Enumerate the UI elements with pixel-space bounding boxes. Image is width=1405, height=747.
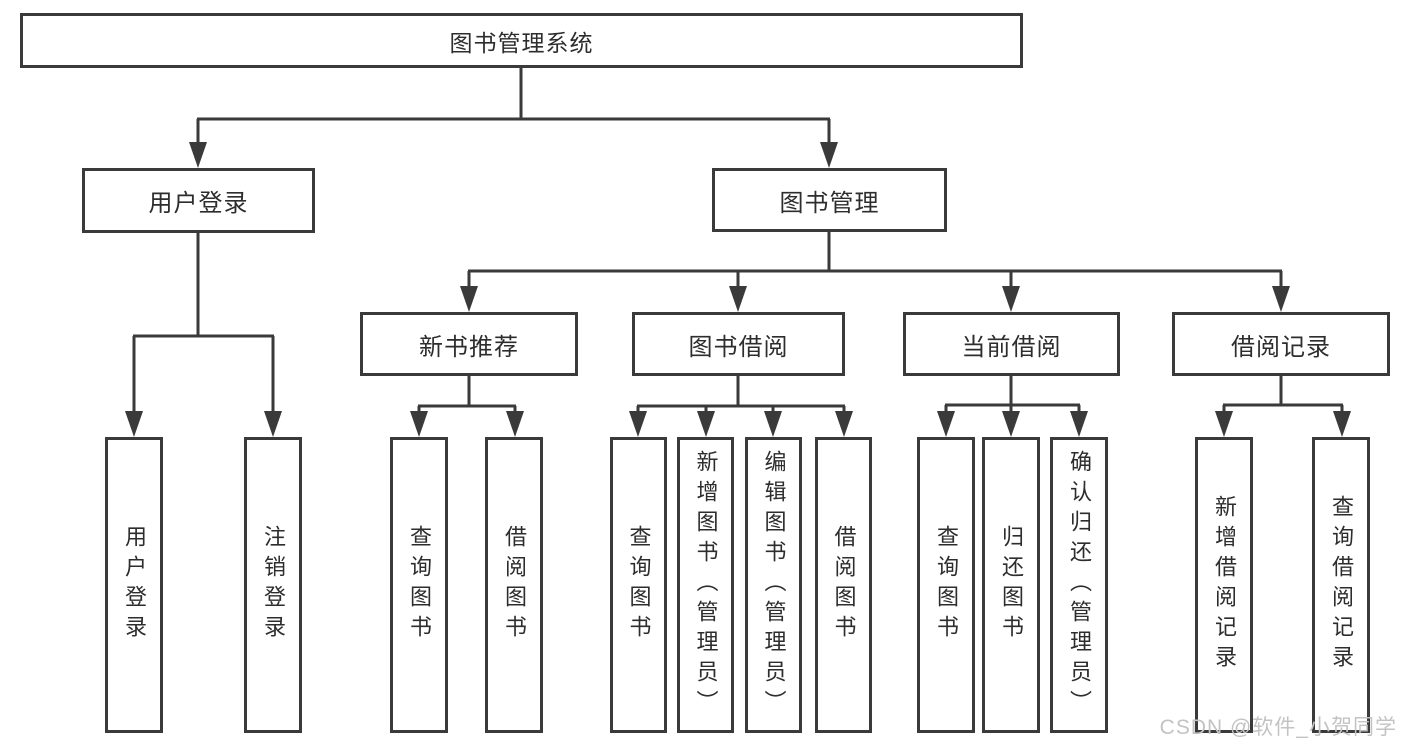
node-book-management-label: 图书管理 — [779, 189, 880, 217]
leaf-borrow-books-label: 借阅图书 — [831, 525, 857, 645]
node-root-system: 图书管理系统 — [20, 13, 1023, 68]
arrow-down-icon — [729, 286, 747, 312]
leaf-confirm-return-admin-label: 确认归还（管理员） — [1067, 450, 1092, 720]
leaf-return-books-label: 归还图书 — [999, 525, 1024, 645]
leaf-query-books-current: 查询图书 — [917, 437, 975, 733]
leaf-query-borrow-record: 查询借阅记录 — [1312, 437, 1370, 733]
arrow-down-icon — [410, 411, 428, 437]
node-root-label: 图书管理系统 — [449, 29, 594, 56]
leaf-edit-books-admin-label: 编辑图书（管理员） — [761, 450, 787, 720]
connector-current-to-leaves — [944, 376, 1081, 413]
arrow-down-icon — [1215, 411, 1233, 437]
arrow-down-icon — [937, 411, 955, 437]
connector-records-to-leaves — [1222, 376, 1344, 413]
leaf-confirm-return-admin: 确认归还（管理员） — [1050, 437, 1108, 733]
leaf-logout: 注销登录 — [244, 437, 302, 733]
leaf-query-books-current-label: 查询图书 — [934, 525, 959, 645]
arrow-down-icon — [1333, 411, 1351, 437]
arrow-down-icon — [835, 411, 853, 437]
connector-bookmgmt-to-level3 — [467, 232, 1283, 288]
node-user-login-label: 用户登录 — [148, 190, 249, 217]
leaf-query-borrow-record-label: 查询借阅记录 — [1329, 495, 1354, 675]
leaf-add-borrow-record: 新增借阅记录 — [1195, 437, 1253, 733]
leaf-add-borrow-record-label: 新增借阅记录 — [1212, 495, 1237, 675]
leaf-return-books: 归还图书 — [982, 437, 1040, 733]
connector-userlogin-to-leaves — [132, 233, 275, 413]
leaf-borrow-books-recommend-label: 借阅图书 — [502, 525, 527, 645]
node-user-login: 用户登录 — [82, 168, 315, 233]
arrow-down-icon — [189, 142, 207, 168]
arrow-down-icon — [629, 411, 647, 437]
arrow-down-icon — [697, 411, 715, 437]
arrow-down-icon — [460, 286, 478, 312]
arrow-down-icon — [1272, 286, 1290, 312]
leaf-query-books-borrowing-label: 查询图书 — [626, 525, 652, 645]
arrow-down-icon — [820, 142, 838, 168]
connector-borrowing-to-leaves — [636, 376, 846, 413]
node-borrowing-records: 借阅记录 — [1172, 312, 1390, 376]
node-new-book-recommend: 新书推荐 — [360, 312, 578, 376]
leaf-logout-label: 注销登录 — [261, 525, 286, 645]
connector-root-to-level2 — [196, 68, 831, 144]
leaf-query-books-recommend-label: 查询图书 — [407, 525, 432, 645]
leaf-borrow-books: 借阅图书 — [815, 437, 872, 733]
node-new-book-recommend-label: 新书推荐 — [419, 333, 519, 361]
leaf-user-login: 用户登录 — [105, 437, 163, 733]
arrow-down-icon — [1070, 411, 1088, 437]
arrow-down-icon — [506, 411, 524, 437]
node-book-borrowing-label: 图书借阅 — [688, 333, 789, 361]
leaf-query-books-borrowing: 查询图书 — [610, 437, 667, 733]
arrow-down-icon — [264, 411, 282, 437]
leaf-query-books-recommend: 查询图书 — [390, 437, 448, 733]
node-current-borrowing: 当前借阅 — [903, 312, 1120, 376]
connector-recommend-to-leaves — [417, 376, 517, 413]
leaf-user-login-label: 用户登录 — [122, 525, 147, 645]
leaf-add-books-admin: 新增图书（管理员） — [677, 437, 734, 733]
arrow-down-icon — [1002, 411, 1020, 437]
leaf-add-books-admin-label: 新增图书（管理员） — [693, 450, 719, 720]
arrow-down-icon — [1002, 286, 1020, 312]
node-current-borrowing-label: 当前借阅 — [961, 333, 1062, 361]
leaf-edit-books-admin: 编辑图书（管理员） — [745, 437, 802, 733]
arrow-down-icon — [764, 411, 782, 437]
csdn-watermark: CSDN @软件_小贺同学 — [1159, 716, 1397, 739]
node-borrowing-records-label: 借阅记录 — [1231, 333, 1331, 361]
arrow-down-icon — [125, 411, 143, 437]
leaf-borrow-books-recommend: 借阅图书 — [485, 437, 543, 733]
node-book-borrowing: 图书借阅 — [632, 312, 845, 376]
node-book-management: 图书管理 — [712, 168, 947, 232]
